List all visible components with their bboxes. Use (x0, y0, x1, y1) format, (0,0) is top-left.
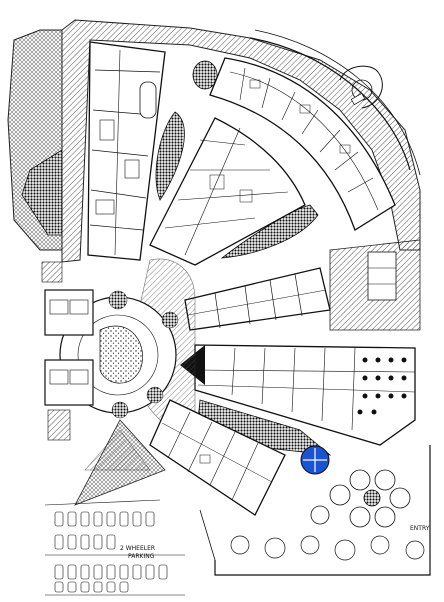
left-planting-bed (21, 149, 63, 236)
wing-central-north (149, 117, 306, 266)
two-wheeler-parking-label-2: PARKING (128, 553, 155, 560)
dining-furniture (357, 357, 407, 415)
east-small-block (367, 251, 397, 301)
left-landscape-zone (7, 29, 63, 251)
west-blocks (41, 261, 94, 441)
ring-road (61, 19, 421, 263)
entry-label: ENTRY (410, 525, 430, 532)
water-feature (300, 445, 330, 475)
parking-area (44, 499, 185, 596)
wing-south (149, 399, 286, 516)
two-wheeler-parking-label-1: 2 WHEELER (120, 545, 155, 552)
wing-east-middle (184, 267, 331, 331)
boundary-trees (230, 535, 425, 561)
drop-off-loop (339, 65, 383, 109)
site-boundary (214, 445, 431, 576)
south-west-landscape (74, 419, 166, 506)
planter-north (192, 60, 218, 90)
wing-north-arc (209, 57, 396, 231)
leaf-planter-1 (155, 111, 185, 201)
tree-cluster (310, 469, 411, 528)
wing-north-west (87, 41, 166, 261)
